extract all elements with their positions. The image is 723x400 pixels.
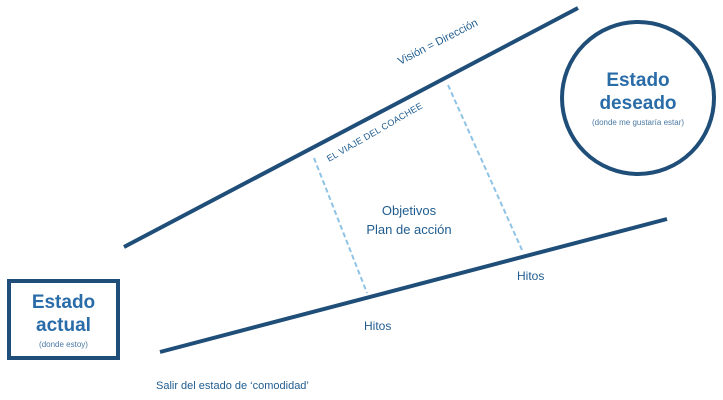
milestone-label-right: Hitos — [517, 269, 545, 283]
milestone-label-left: Hitos — [364, 319, 392, 333]
objectives-label: Objetivos — [381, 203, 437, 218]
current-state-subtitle: (donde estoy) — [39, 339, 88, 349]
current-state-box: Estado actual (donde estoy) — [7, 279, 120, 360]
upper-boundary-line — [123, 6, 579, 249]
lower-boundary-line — [159, 217, 668, 354]
current-state-title-line1: Estado — [31, 291, 96, 313]
desired-state-title-line1: Estado — [606, 70, 670, 91]
desired-state-circle: Estado deseado (donde me gustaría estar) — [560, 20, 716, 176]
action-plan-label: Plan de acción — [366, 222, 452, 237]
desired-state-title-line2: deseado — [599, 93, 677, 114]
current-state-title-line2: actual — [36, 314, 91, 336]
desired-state-subtitle: (donde me gustaría estar) — [591, 118, 685, 127]
objectives-plan: Objetivos Plan de acción — [344, 201, 474, 239]
right-dashed-connector — [447, 84, 523, 251]
footer-caption: Salir del estado de ‘comodidad’ — [156, 380, 309, 392]
left-dashed-connector — [313, 157, 368, 294]
